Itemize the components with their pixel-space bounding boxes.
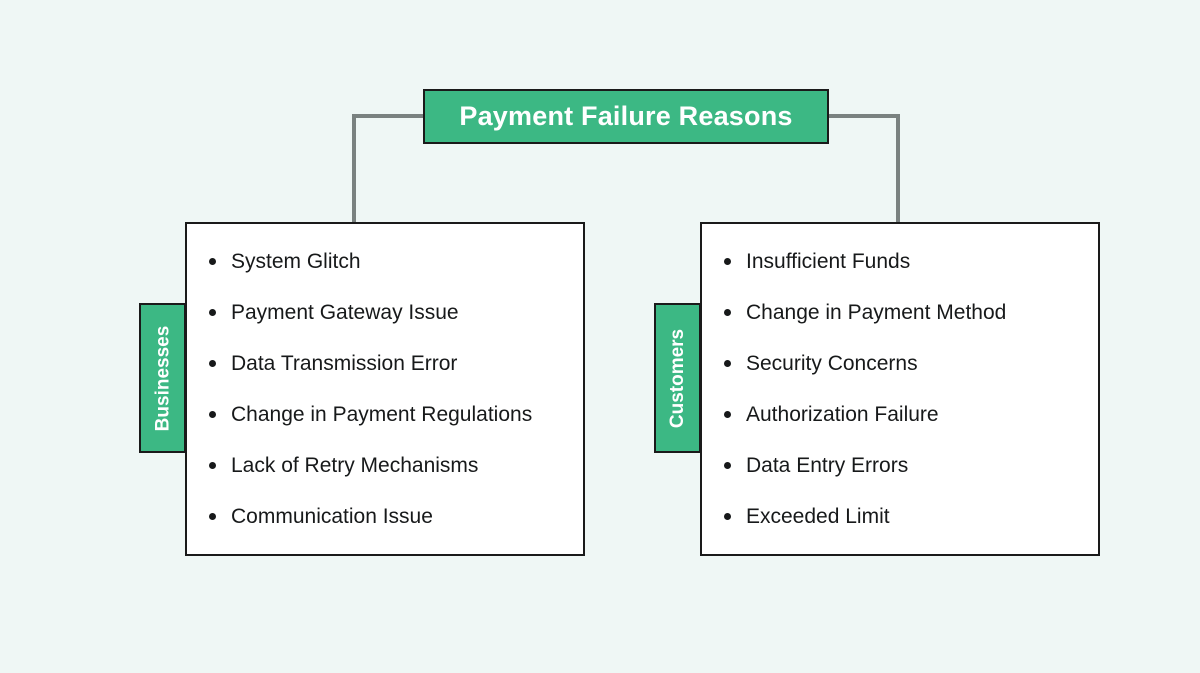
list-item-label: Exceeded Limit	[746, 505, 890, 529]
list-item: Security Concerns	[724, 352, 1098, 376]
branch-tab-label-customers: Customers	[667, 328, 688, 428]
root-node-title: Payment Failure Reasons	[459, 101, 793, 131]
bullet-icon	[209, 513, 216, 521]
connector-root-to-left-horizontal	[352, 114, 424, 118]
list-item: Change in Payment Regulations	[209, 403, 583, 427]
branch-panel-businesses: System Glitch Payment Gateway Issue Data…	[185, 222, 585, 556]
list-item: System Glitch	[209, 250, 583, 273]
bullet-icon	[724, 411, 731, 419]
bullet-icon	[724, 462, 731, 470]
bullet-icon	[209, 309, 216, 317]
bullet-icon	[724, 258, 731, 265]
connector-root-to-right-horizontal	[829, 114, 900, 118]
list-item-label: System Glitch	[231, 250, 361, 273]
branch-panel-customers: Insufficient Funds Change in Payment Met…	[700, 222, 1100, 556]
list-item-label: Lack of Retry Mechanisms	[231, 454, 479, 478]
bullet-icon	[209, 462, 216, 470]
list-item-label: Insufficient Funds	[746, 250, 911, 273]
list-item-label: Data Transmission Error	[231, 352, 458, 376]
list-item-label: Change in Payment Method	[746, 301, 1007, 325]
branch-tab-customers: Customers	[654, 303, 701, 453]
branch-item-list-customers: Insufficient Funds Change in Payment Met…	[702, 224, 1098, 529]
list-item-label: Change in Payment Regulations	[231, 403, 533, 427]
bullet-icon	[209, 360, 216, 368]
bullet-icon	[724, 360, 731, 368]
list-item: Authorization Failure	[724, 403, 1098, 427]
bullet-icon	[724, 513, 731, 521]
list-item: Exceeded Limit	[724, 505, 1098, 529]
list-item: Lack of Retry Mechanisms	[209, 454, 583, 478]
connector-root-to-right-vertical	[896, 114, 900, 224]
list-item-label: Security Concerns	[746, 352, 918, 376]
connector-root-to-left-vertical	[352, 114, 356, 224]
bullet-icon	[209, 411, 216, 419]
branch-tab-businesses: Businesses	[139, 303, 186, 453]
list-item-label: Authorization Failure	[746, 403, 939, 427]
list-item: Data Entry Errors	[724, 454, 1098, 478]
list-item: Insufficient Funds	[724, 250, 1098, 273]
root-node: Payment Failure Reasons	[423, 89, 829, 144]
list-item: Communication Issue	[209, 505, 583, 529]
list-item: Data Transmission Error	[209, 352, 583, 376]
branch-tab-label-businesses: Businesses	[152, 325, 173, 431]
branch-item-list-businesses: System Glitch Payment Gateway Issue Data…	[187, 224, 583, 529]
list-item: Payment Gateway Issue	[209, 301, 583, 325]
bullet-icon	[209, 258, 216, 265]
list-item-label: Communication Issue	[231, 505, 433, 529]
list-item: Change in Payment Method	[724, 301, 1098, 325]
bullet-icon	[724, 309, 731, 317]
list-item-label: Data Entry Errors	[746, 454, 909, 478]
list-item-label: Payment Gateway Issue	[231, 301, 459, 325]
